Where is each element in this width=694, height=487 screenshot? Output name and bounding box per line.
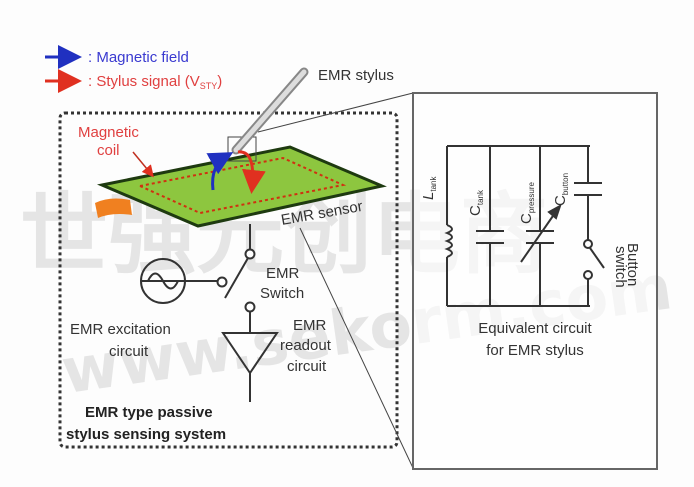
emr-stylus [231, 67, 309, 155]
legend-magnetic-field: : Magnetic field [88, 49, 189, 66]
legend: : Magnetic field : Stylus signal (VSTY) [45, 45, 222, 93]
caption-equivalent-circuit-2: for EMR stylus [486, 342, 584, 359]
sine-source-icon [140, 258, 186, 304]
equivalent-circuit [444, 145, 605, 307]
label-excitation-1: EMR excitation [70, 321, 171, 338]
emr-switch [185, 224, 256, 299]
label-readout-2: readout [280, 337, 332, 354]
stylus-signal-arrow [237, 150, 266, 194]
magnetic-coil [136, 156, 347, 215]
label-c-button: Cbutton [552, 173, 570, 206]
zoom-line-bottom [299, 227, 414, 469]
label-button-switch-1: Button [624, 243, 641, 286]
caption-equivalent-circuit-1: Equivalent circuit [478, 320, 592, 337]
flex-cable-tab [95, 198, 132, 218]
label-emr-stylus: EMR stylus [318, 67, 394, 84]
label-readout-1: EMR [293, 317, 327, 334]
label-magnetic-coil-2: coil [97, 142, 120, 159]
inductor-icon [444, 224, 453, 258]
amplifier-icon [221, 301, 279, 402]
label-emr-switch-2: Switch [260, 285, 304, 302]
label-emr-switch-1: EMR [266, 265, 300, 282]
legend-stylus-signal: : Stylus signal (VSTY) [88, 73, 222, 91]
label-c-tank: Ctank [467, 189, 485, 216]
label-system-2: stylus sensing system [66, 426, 226, 443]
label-readout-3: circuit [287, 358, 327, 375]
variable-arrow-icon [547, 203, 562, 220]
label-excitation-2: circuit [109, 343, 149, 360]
label-magnetic-coil-1: Magnetic [78, 124, 139, 141]
zoom-line-top [257, 92, 414, 133]
label-button-switch-2: switch [612, 246, 629, 288]
system-boundary [58, 111, 399, 449]
coil-pointer [132, 151, 154, 178]
label-l-tank: Ltank [420, 176, 438, 200]
magnetic-field-arrow [206, 152, 234, 191]
equivalent-circuit-box [412, 92, 658, 470]
label-c-pressure: Cpressure [518, 181, 536, 224]
label-system-1: EMR type passive [85, 404, 213, 421]
